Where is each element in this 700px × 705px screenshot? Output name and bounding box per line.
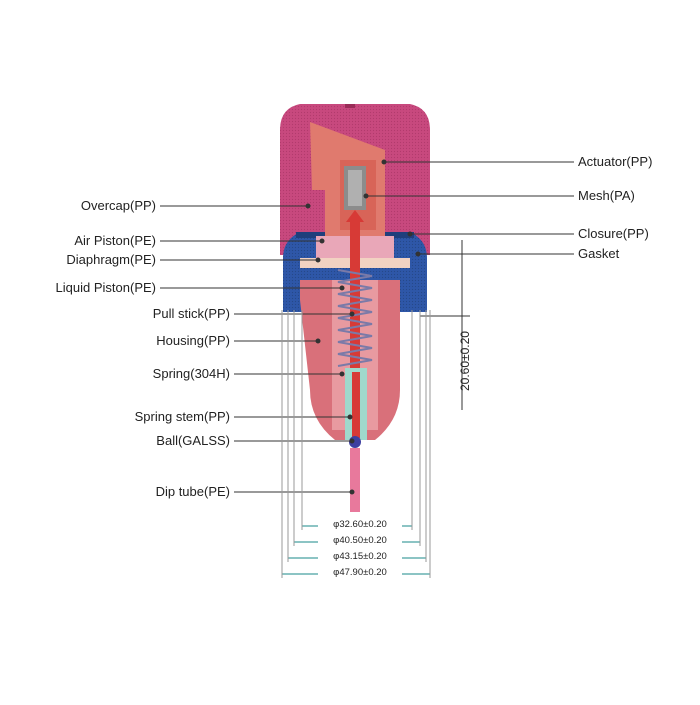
leader-pull-stick-end [349,311,355,317]
leader-overcap-end [305,203,311,209]
diameter-dimension-2: φ40.50±0.20 [318,535,402,546]
label-ball: Ball(GALSS) [156,433,230,448]
label-overcap: Overcap(PP) [80,198,156,213]
label-housing: Housing(PP) [156,333,230,348]
leader-spring-end [339,371,345,377]
label-spring: Spring(304H) [152,366,230,381]
leader-ball-end [349,438,355,444]
leader-spring-stem-end [347,414,353,420]
leader-mesh-end [363,193,369,199]
pull-stick-tip [346,210,364,222]
leader-actuator-end [381,159,387,165]
label-dip-tube: Dip tube(PE) [155,484,230,499]
label-pull-stick: Pull stick(PP) [152,306,230,321]
label-liquid-piston: Liquid Piston(PE) [55,280,156,295]
label-gasket: Gasket [578,246,620,261]
leader-housing-end [315,338,321,344]
label-mesh: Mesh(PA) [578,188,635,203]
leader-dip-tube-end [349,489,355,495]
diameter-dimension-1: φ32.60±0.20 [318,519,402,530]
diameter-dimension-3: φ43.15±0.20 [318,551,402,562]
label-spring-stem: Spring stem(PP) [134,409,230,424]
height-dimension-label: 20.60±0.20 [458,331,472,391]
label-air-piston: Air Piston(PE) [74,233,156,248]
leader-gasket-end [415,251,421,257]
label-diaphragm: Diaphragm(PE) [66,252,156,267]
leader-closure-end [407,231,413,237]
leader-air-piston-end [319,238,325,244]
leader-diaphragm-end [315,257,321,263]
mesh-detail [348,170,362,206]
spring-stem-core [352,372,360,438]
leader-liquid-piston-end [339,285,345,291]
label-actuator: Actuator(PP) [578,154,653,169]
label-closure: Closure(PP) [578,226,649,241]
overcap-top-notch [345,104,355,108]
spring-coil [337,269,373,367]
dip-tube [350,448,360,512]
diameter-dimension-4: φ47.90±0.20 [318,567,402,578]
